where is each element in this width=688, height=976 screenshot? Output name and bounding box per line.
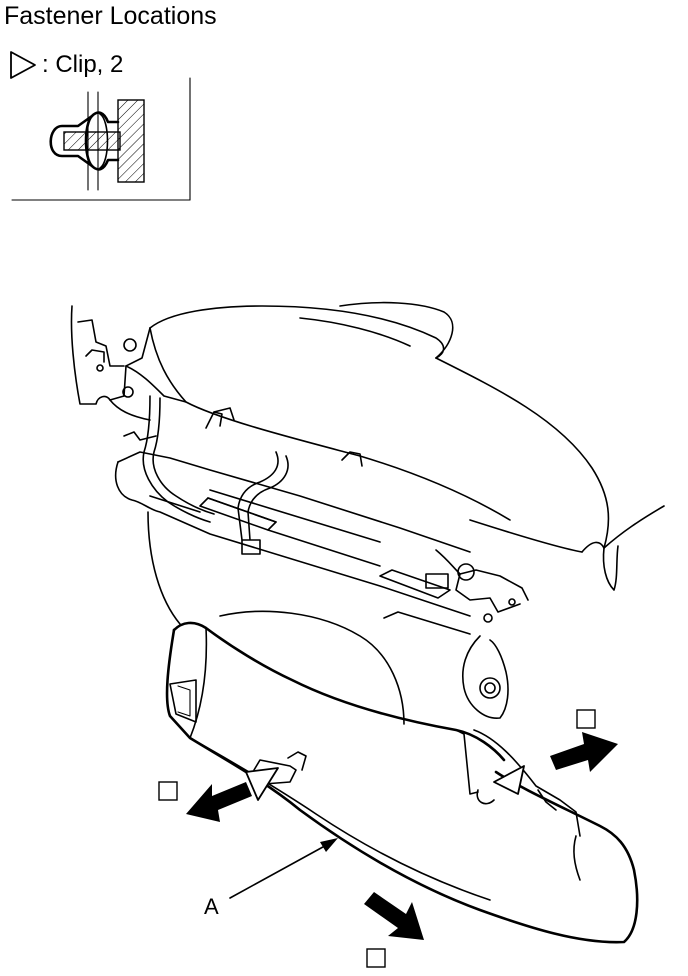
seat-cushion <box>149 301 665 591</box>
callout-a-arrowhead-icon <box>320 838 338 852</box>
clip-body <box>49 111 120 171</box>
seat-rail-assembly <box>114 451 529 719</box>
hatched-flange <box>63 131 121 151</box>
callout-a-leader <box>229 841 333 899</box>
clip-marker-left-icon <box>245 767 279 801</box>
seat-frame-bracket <box>70 305 363 467</box>
removal-arrow-left-icon <box>186 782 252 822</box>
legend-label: : Clip, 2 <box>42 51 124 78</box>
callout-label-a: A <box>204 894 219 919</box>
seat-cover-a <box>165 621 639 944</box>
side-panel <box>147 511 405 725</box>
clip-marker-icon <box>10 51 36 79</box>
clip-detail-inset <box>11 77 191 201</box>
removal-arrow-right-icon <box>550 732 618 772</box>
page-title: Fastener Locations <box>4 2 217 30</box>
hatched-panel <box>117 99 145 183</box>
removal-arrow-down-icon <box>364 892 424 940</box>
step-box-bottom <box>366 948 386 968</box>
step-box-right <box>576 709 596 729</box>
wire-harness <box>142 395 449 589</box>
clip-marker-right-icon <box>493 765 525 795</box>
step-box-left <box>158 781 178 801</box>
legend: : Clip, 2 <box>8 48 123 82</box>
